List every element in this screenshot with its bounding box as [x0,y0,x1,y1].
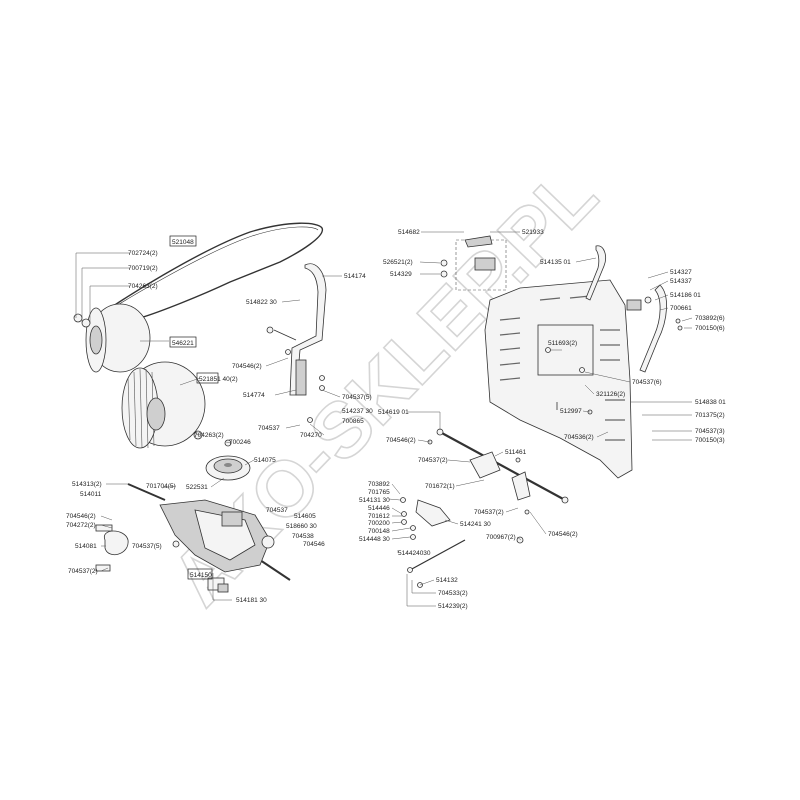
label-514150: 514150 [190,572,212,579]
boxed-label-frames [169,235,219,580]
label-514327: 514327 [670,269,692,276]
label-546221: 546221 [172,340,194,347]
label-514337: 514337 [670,278,692,285]
label-514075: 514075 [254,457,276,464]
label-700661: 700661 [670,305,692,312]
label-702724: 702724(2) [128,250,158,257]
label-700719: 700719(2) [128,265,158,272]
label-512997: 512997 [560,408,582,415]
label-511693: 511693(2) [548,340,577,347]
tube-holder [440,235,507,291]
label-704546-d: 704546(2) [386,437,416,444]
label-514181: 514181 30 [236,597,267,604]
part-labels: 521048 702724(2) 700719(2) 704263(2) 546… [66,229,726,610]
label-704538: 704538 [292,533,314,540]
label-514239: 514239(2) [438,603,468,610]
label-521933: 521933 [522,229,544,236]
label-703892-b: 703892 [368,481,390,488]
axle-bracket [95,524,129,572]
cross-shaft [427,428,569,515]
lift-lever [266,263,327,423]
label-514011: 514011 [80,491,102,498]
label-701672: 701672(1) [425,483,455,490]
rear-panel [484,279,633,479]
label-704537-c: 704537(5) [132,543,162,550]
label-514605: 514605 [294,513,316,520]
label-321126: 321126(2) [596,391,625,398]
label-704263-a: 704263(2) [128,283,158,290]
label-700148: 700148 [368,528,390,535]
label-514448: 514448 30 [359,536,390,543]
label-704537-b: 704537 [258,425,280,432]
label-514135: 514135 01 [540,259,571,266]
label-514237: 514237 30 [342,408,373,415]
label-522531: 522531 [186,484,208,491]
label-511461: 511461 [505,449,527,456]
label-514329: 514329 [390,271,412,278]
label-704546-e: 704546(2) [548,531,578,538]
label-700150-a: 700150(6) [695,325,725,332]
label-701375: 701375(2) [695,412,725,419]
label-521851: 521851 40(2) [199,376,238,383]
label-704537-d: 704537(2) [68,568,98,575]
label-704536: 704536(2) [564,434,594,441]
label-514619: 514619 01 [378,409,409,416]
label-514132: 514132 [436,577,458,584]
label-700967: 700967(2) [486,534,516,541]
transaxle [159,499,275,573]
label-701765: 701765 [368,489,390,496]
label-704537-a: 704537(5) [342,394,372,401]
label-526521: 526521(2) [383,259,413,266]
pulley [205,455,251,481]
label-514424: 514424030 [398,550,431,557]
label-514241: 514241 30 [460,521,491,528]
label-704533: 704533(2) [438,590,468,597]
label-518660: 518660 30 [286,523,317,530]
brake-link [400,497,524,588]
label-700150-b: 700150(3) [695,437,725,444]
label-514682: 514682 [398,229,420,236]
label-704546-a: 704546(2) [232,363,262,370]
label-521048: 521048 [172,239,194,246]
label-704537-f: 704537(6) [632,379,662,386]
axle-block [207,577,229,593]
label-704263-b: 704263(2) [194,432,224,439]
label-704546-c: 704546 [303,541,325,548]
side-bracket-left [585,245,606,301]
label-704537-i: 704537(2) [474,509,504,516]
side-bracket-right [626,284,683,373]
label-514822: 514822 30 [246,299,277,306]
label-704537-g: 704537(3) [695,428,725,435]
label-704537-e: 704537 [266,507,288,514]
label-700865: 700865 [342,418,364,425]
front-wheel [73,303,151,373]
label-704270: 704270 [300,432,322,439]
label-514174: 514174 [344,273,366,280]
label-704546-b: 704546(2) [66,513,96,520]
label-704537-h: 704537(2) [418,457,448,464]
label-703892-a: 703892(6) [695,315,725,322]
label-514774: 514774 [243,392,265,399]
label-704272: 704272(2) [66,522,96,529]
label-514131: 514131 30 [359,497,390,504]
label-514081: 514081 [75,543,97,550]
label-514186: 514186 01 [670,292,701,299]
label-514838: 514838 01 [695,399,726,406]
label-700200: 700200 [368,520,390,527]
label-701612: 701612 [368,513,390,520]
label-514313: 514313(2) [72,481,102,488]
leader-lines [75,231,693,607]
label-700246: 700246 [229,439,251,446]
label-514446: 514446 [368,505,390,512]
label-701704: 701704(5) [146,483,176,490]
